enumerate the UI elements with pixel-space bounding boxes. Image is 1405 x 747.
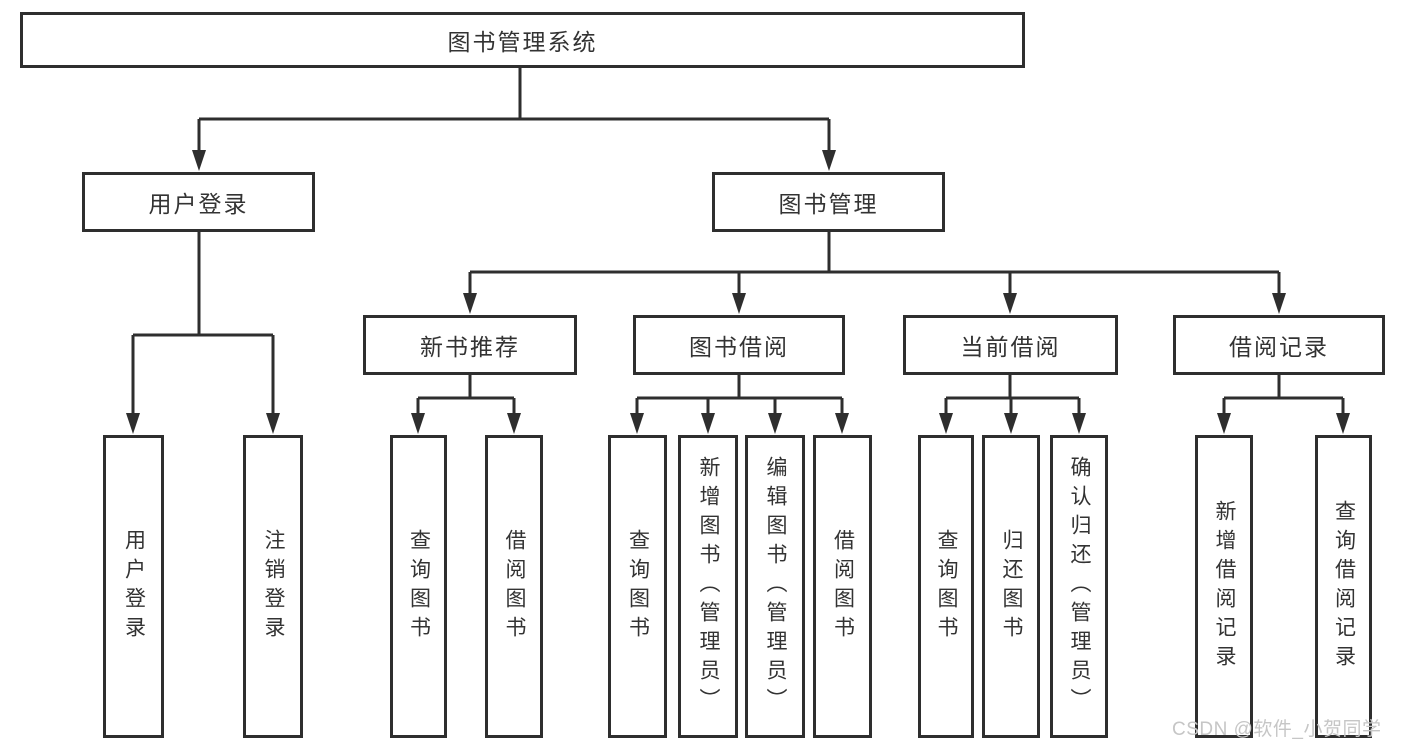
- arrow-icon: [1217, 413, 1231, 434]
- leaf-borrow-books-borrowing: 借阅图书: [813, 435, 872, 738]
- node-user-login: 用户登录: [82, 172, 315, 232]
- arrow-icon: [126, 413, 140, 434]
- node-current-borrowing: 当前借阅: [903, 315, 1118, 375]
- node-label: 图书管理: [778, 191, 879, 217]
- node-label: 借阅记录: [1229, 334, 1329, 360]
- connector-book-borrowing-children: [635, 375, 844, 416]
- arrow-icon: [1072, 413, 1086, 434]
- leaf-label: 查询借阅记录: [1332, 499, 1356, 674]
- leaf-label: 查询图书: [626, 528, 650, 645]
- leaf-label: 查询图书: [407, 528, 431, 645]
- leaf-label: 注销登录: [262, 528, 285, 645]
- arrow-icon: [1004, 413, 1018, 434]
- leaf-label: 确认归还（管理员）: [1068, 456, 1091, 717]
- node-label: 图书借阅: [689, 334, 789, 360]
- arrow-icon: [463, 293, 477, 314]
- node-label: 图书管理系统: [447, 29, 598, 55]
- leaf-label: 新增借阅记录: [1213, 499, 1236, 674]
- arrow-icon: [768, 413, 782, 434]
- arrow-icon: [411, 413, 425, 434]
- leaf-confirm-return-admin: 确认归还（管理员）: [1050, 435, 1108, 738]
- leaf-add-borrow-record: 新增借阅记录: [1195, 435, 1253, 738]
- node-label: 当前借阅: [960, 334, 1061, 360]
- leaf-query-books-current: 查询图书: [918, 435, 974, 738]
- arrowheads: [126, 150, 1350, 434]
- leaf-add-book-admin: 新增图书（管理员）: [678, 435, 738, 738]
- leaf-query-borrow-record: 查询借阅记录: [1315, 435, 1372, 738]
- arrow-icon: [732, 293, 746, 314]
- arrow-icon: [630, 413, 644, 434]
- connector-current-borrowing-children: [944, 375, 1081, 416]
- leaf-user-login: 用户登录: [103, 435, 164, 738]
- connector-book-management-children: [468, 232, 1281, 296]
- leaf-borrow-books-recommend: 借阅图书: [485, 435, 543, 738]
- node-new-book-recommendation: 新书推荐: [363, 315, 577, 375]
- leaf-logout: 注销登录: [243, 435, 303, 738]
- leaf-return-books: 归还图书: [982, 435, 1040, 738]
- leaf-label: 归还图书: [1000, 528, 1023, 645]
- node-label: 新书推荐: [420, 334, 520, 360]
- arrow-icon: [1003, 293, 1017, 314]
- connector-user-login-children: [131, 232, 275, 416]
- leaf-label: 编辑图书（管理员）: [764, 456, 787, 717]
- arrow-icon: [939, 413, 953, 434]
- node-book-management: 图书管理: [712, 172, 945, 232]
- connector-borrow-records-children: [1222, 375, 1345, 416]
- arrow-icon: [266, 413, 280, 434]
- leaf-query-books-recommend: 查询图书: [390, 435, 447, 738]
- arrow-icon: [701, 413, 715, 434]
- leaf-edit-book-admin: 编辑图书（管理员）: [745, 435, 805, 738]
- arrow-icon: [192, 150, 206, 171]
- arrow-icon: [835, 413, 849, 434]
- connector-root-to-level2: [197, 68, 831, 153]
- leaf-label: 新增图书（管理员）: [697, 456, 720, 717]
- node-label: 用户登录: [148, 191, 249, 217]
- node-book-borrowing: 图书借阅: [633, 315, 845, 375]
- leaf-label: 借阅图书: [831, 528, 855, 645]
- leaf-query-books-borrowing: 查询图书: [608, 435, 667, 738]
- node-borrowing-records: 借阅记录: [1173, 315, 1385, 375]
- node-library-management-system: 图书管理系统: [20, 12, 1025, 68]
- arrow-icon: [507, 413, 521, 434]
- arrow-icon: [1336, 413, 1350, 434]
- leaf-label: 查询图书: [935, 528, 958, 645]
- connector-new-book-children: [416, 375, 516, 416]
- arrow-icon: [1272, 293, 1286, 314]
- leaf-label: 借阅图书: [503, 528, 526, 645]
- leaf-label: 用户登录: [122, 528, 146, 645]
- arrow-icon: [822, 150, 836, 171]
- csdn-watermark: CSDN @软件_小贺同学: [1172, 719, 1382, 740]
